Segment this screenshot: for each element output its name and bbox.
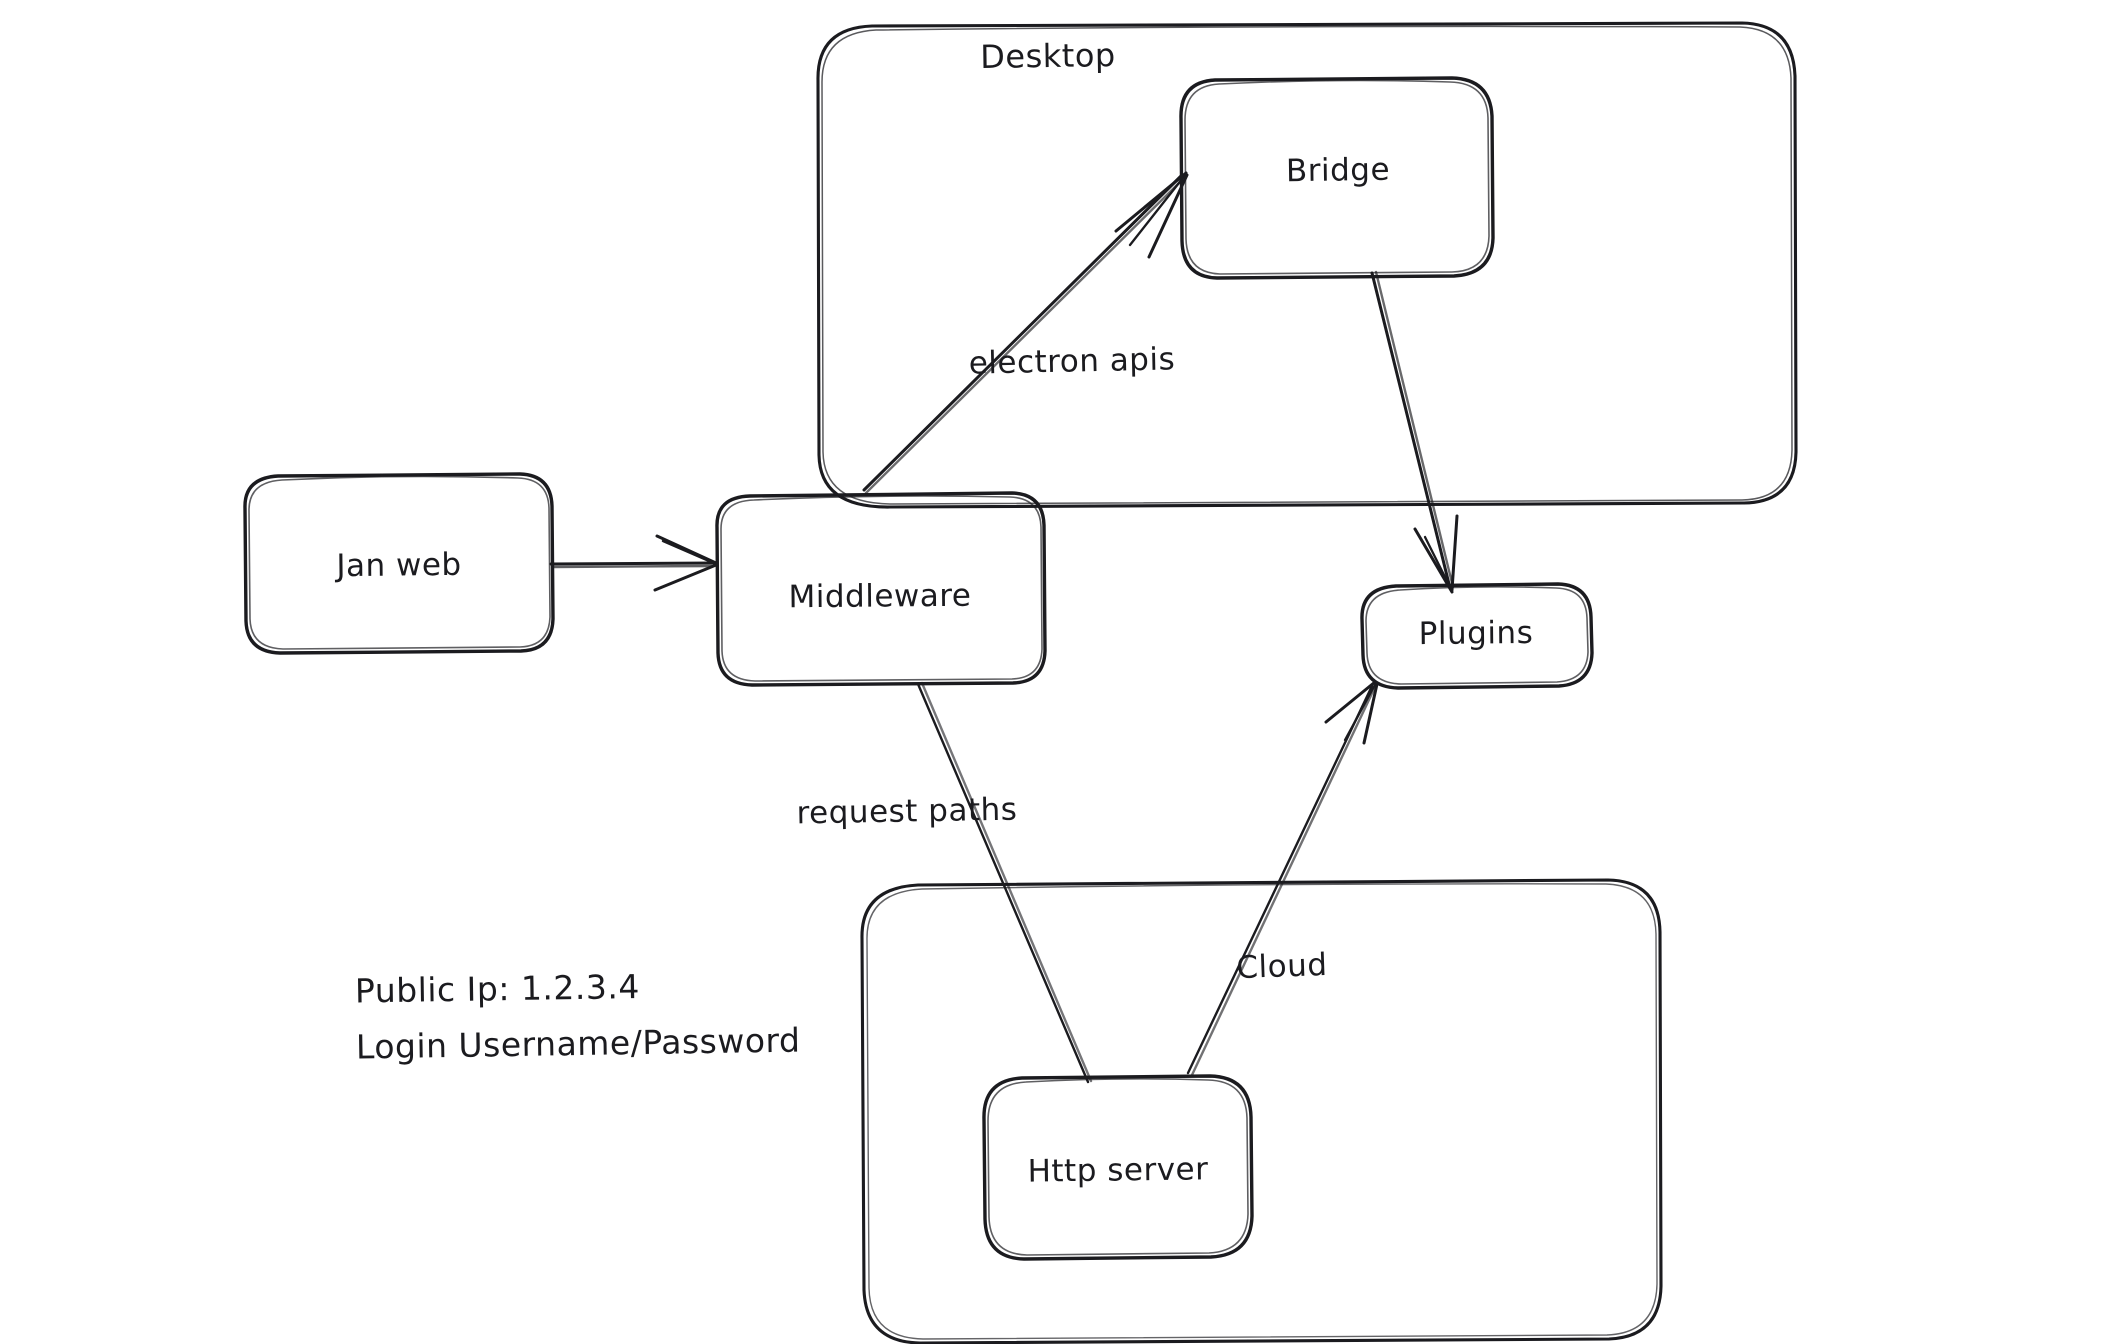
edge-bridge-to-plugins[interactable] [1370,270,1459,594]
edge-jan-web-to-middleware[interactable] [549,534,718,592]
note-public-ip: Public Ip: 1.2.3.4 [355,967,640,1010]
node-label-http-server: Http server [1027,1151,1208,1189]
node-bridge[interactable]: Bridge [1179,76,1495,280]
container-cloud[interactable] [860,878,1663,1344]
edge-http-server-to-plugins[interactable]: Cloud [1186,680,1379,1077]
node-label-middleware: Middleware [788,578,971,616]
edge-label-electron-apis: electron apis [968,341,1175,381]
node-label-plugins: Plugins [1419,615,1534,652]
container-label-desktop: Desktop [980,36,1116,76]
edge-middleware-to-bridge[interactable]: electron apis [862,171,1189,495]
edge-label-request-paths: request paths [796,792,1017,832]
edge-middleware-to-http-server[interactable]: request paths [796,681,1093,1084]
node-middleware[interactable]: Middleware [715,491,1047,687]
node-http-server[interactable]: Http server [982,1074,1254,1261]
note-login: Login Username/Password [356,1021,801,1067]
note-credentials: Public Ip: 1.2.3.4 Login Username/Passwo… [355,967,801,1066]
node-label-bridge: Bridge [1286,152,1391,189]
node-jan-web[interactable]: Jan web [243,472,555,655]
container-desktop[interactable]: Desktop [816,21,1798,509]
node-plugins[interactable]: Plugins [1360,582,1594,690]
edge-label-cloud: Cloud [1236,947,1328,986]
node-label-jan-web: Jan web [334,547,462,584]
